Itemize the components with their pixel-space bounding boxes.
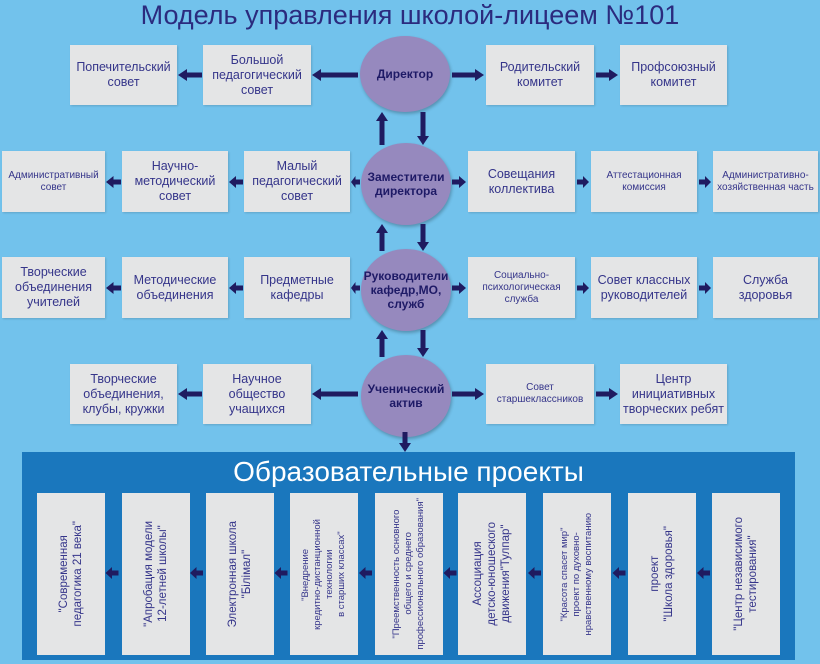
project-label: проект "Школа здоровья"	[649, 526, 675, 622]
project-box: Ассоциация детско-юношеского движения"Ту…	[458, 493, 526, 655]
project-box: Электронная школа "Білімал"	[206, 493, 274, 655]
box-trustee-council: Попечительский совет	[70, 45, 177, 105]
box-teacher-creative-groups: Творческие объединения учителей	[2, 257, 105, 318]
projects-title: Образовательные проекты	[233, 456, 584, 487]
box-sci-method-council: Научно-методический совет	[122, 151, 228, 212]
circle-student-activists: Ученический актив	[361, 355, 451, 437]
page-title: Модель управления школой-лицеем №101	[140, 0, 680, 30]
box-big-ped-council: Большой педагогический совет	[203, 45, 311, 105]
project-label: Ассоциация детско-юношеского движения"Ту…	[472, 522, 512, 626]
project-label: "Преемственность основного общего и сред…	[391, 498, 426, 650]
box-staff-meetings: Совещания коллектива	[468, 151, 575, 212]
box-student-clubs: Творческие объединения, клубы, кружки	[70, 364, 177, 424]
circle-deputy-directors: Заместители директора	[361, 143, 451, 225]
box-senior-students-council: Совет старшеклассников	[486, 364, 594, 424]
project-label: "Современная педагогика 21 века"	[58, 521, 84, 627]
box-social-psych-service: Социально-психологическая служба	[468, 257, 575, 318]
box-method-associations: Методические объединения	[122, 257, 228, 318]
box-small-ped-council: Малый педагогический совет	[244, 151, 350, 212]
project-box: "Красота спасет мир" проект по духовно- …	[543, 493, 611, 655]
box-admin-economic-part: Административно-хозяйственная часть	[713, 151, 818, 212]
project-label: Электронная школа "Білімал"	[227, 520, 253, 628]
project-box: "Преемственность основного общего и сред…	[375, 493, 443, 655]
project-label: "Центр независимого тестирования"	[733, 517, 759, 631]
box-attestation-commission: Аттестационная комиссия	[591, 151, 697, 212]
project-box: "Современная педагогика 21 века"	[37, 493, 105, 655]
box-parent-committee: Родительский комитет	[486, 45, 594, 105]
box-admin-council: Административный совет	[2, 151, 105, 212]
project-label: "Апробация модели 12-летней школы"	[143, 521, 169, 627]
box-student-science-society: Научное общество учащихся	[203, 364, 311, 424]
circle-director: Директор	[360, 36, 450, 112]
box-class-teachers-council: Совет классных руководителей	[591, 257, 697, 318]
circle-heads: Руководители кафедр,МО, служб	[361, 249, 451, 331]
box-initiative-center: Центр инициативных творческих ребят	[620, 364, 727, 424]
projects-panel: Образовательные проекты "Современная пед…	[22, 452, 795, 660]
box-subject-departments: Предметные кафедры	[244, 257, 350, 318]
project-label: "Внедрение кредитно-дистанционной технол…	[300, 518, 347, 630]
project-box: проект "Школа здоровья"	[628, 493, 696, 655]
project-box: "Центр независимого тестирования"	[712, 493, 780, 655]
box-health-service: Служба здоровья	[713, 257, 818, 318]
project-box: "Апробация модели 12-летней школы"	[122, 493, 190, 655]
project-box: "Внедрение кредитно-дистанционной технол…	[290, 493, 358, 655]
project-label: "Красота спасет мир" проект по духовно- …	[559, 512, 594, 636]
box-union-committee: Профсоюзный комитет	[620, 45, 727, 105]
